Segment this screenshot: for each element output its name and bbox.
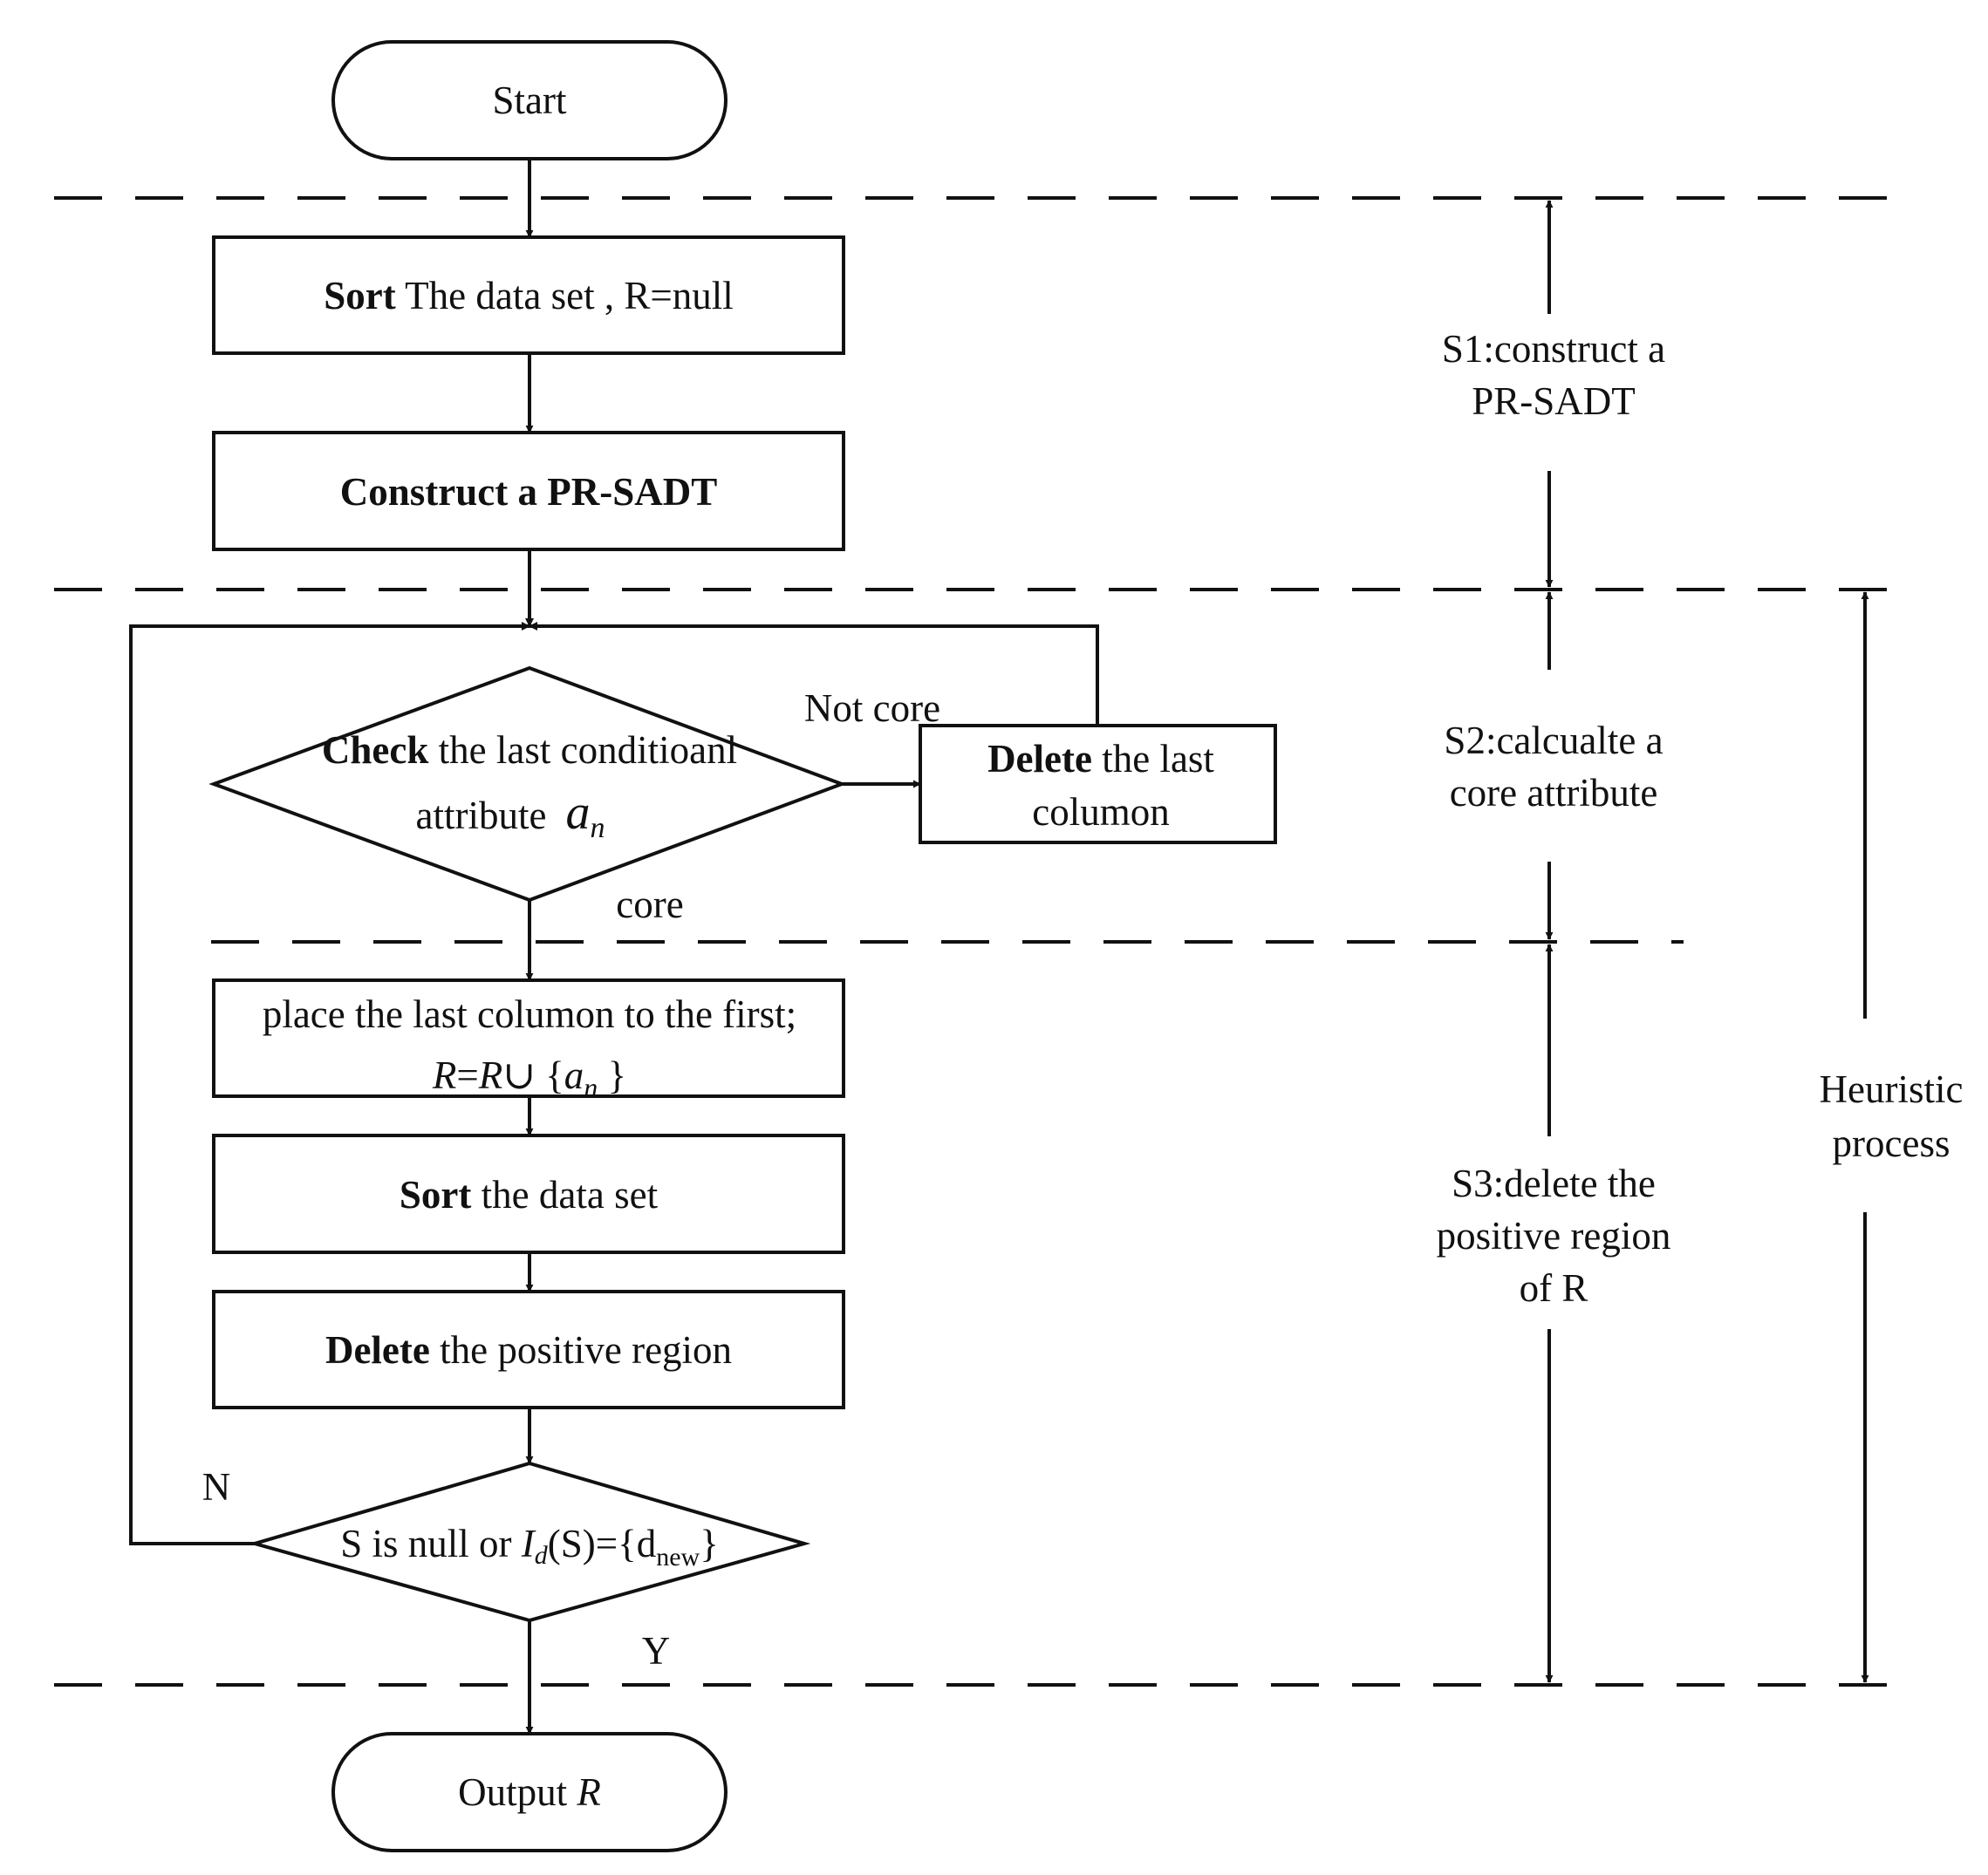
core-label: core bbox=[616, 883, 683, 926]
sort-data-box bbox=[212, 1134, 845, 1254]
start-label: Start bbox=[493, 78, 567, 122]
loop-not-core-path bbox=[529, 622, 1099, 726]
not-core-label: Not core bbox=[804, 686, 940, 730]
loop-no-path bbox=[129, 622, 530, 1545]
condition-label: S is null or Id(S)={dnew} bbox=[340, 1522, 719, 1572]
sort-init-label: Sort The data set , R=null bbox=[324, 274, 733, 317]
place-line1: place the last columon to the first; bbox=[263, 992, 796, 1036]
construct-label: Construct a PR-SADT bbox=[340, 470, 718, 514]
check-label-line1: Check the last conditioanl bbox=[322, 728, 737, 772]
delete-column-line1: Delete the last bbox=[987, 737, 1214, 781]
s3-line2: positive region bbox=[1437, 1214, 1671, 1258]
check-diamond bbox=[208, 665, 847, 903]
s1-line1: S1:construct a bbox=[1442, 327, 1665, 371]
place-line2: R=R∪ {an } bbox=[432, 1053, 626, 1103]
s3-line3: of R bbox=[1520, 1266, 1588, 1310]
heuristic-line2: process bbox=[1833, 1122, 1950, 1165]
s3-line1: S3:delete the bbox=[1452, 1162, 1656, 1205]
s1-line2: PR-SADT bbox=[1472, 379, 1636, 423]
output-label: Output R bbox=[458, 1770, 601, 1814]
sort-data-label: Sort the data set bbox=[400, 1173, 659, 1217]
s2-line2: core attribute bbox=[1450, 771, 1658, 815]
heuristic-line1: Heuristic bbox=[1820, 1067, 1964, 1111]
s2-line1: S2:calcualte a bbox=[1444, 719, 1663, 762]
no-label: N bbox=[202, 1465, 231, 1509]
output-terminal bbox=[331, 1732, 728, 1852]
yes-label: Y bbox=[642, 1629, 671, 1673]
delete-positive-label: Delete the positive region bbox=[325, 1328, 732, 1372]
delete-column-line2: columon bbox=[1032, 790, 1169, 834]
delete-column-box bbox=[919, 724, 1277, 844]
